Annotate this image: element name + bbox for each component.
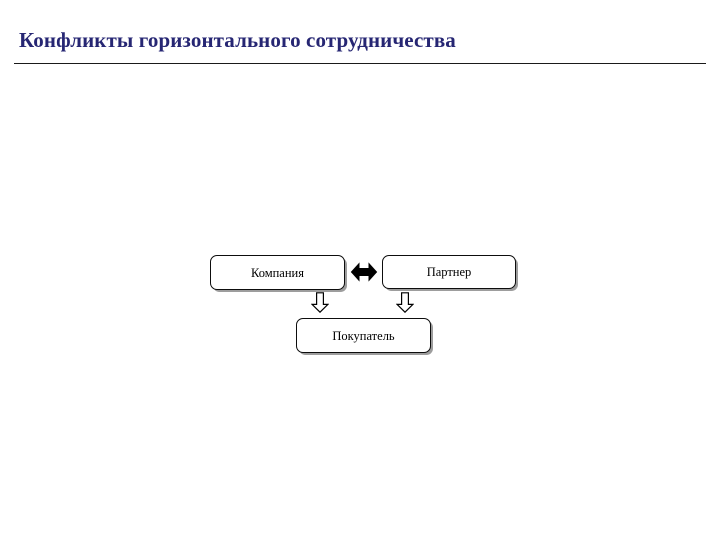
title-divider [14, 63, 706, 64]
down-arrow-icon [396, 292, 414, 313]
down-arrow-icon [311, 292, 329, 313]
diagram-node-buyer[interactable]: Покупатель [296, 318, 431, 353]
diagram-node-label: Компания [250, 265, 304, 280]
diagram-node-partner[interactable]: Партнер [382, 255, 516, 289]
diagram-node-label: Партнер [426, 265, 472, 279]
double-headed-horizontal-arrow-icon [350, 259, 378, 285]
diagram-node-company[interactable]: Компания [210, 255, 345, 290]
page-title: Конфликты горизонтального сотрудничества [19, 28, 456, 52]
diagram-node-label: Покупатель [332, 328, 395, 343]
